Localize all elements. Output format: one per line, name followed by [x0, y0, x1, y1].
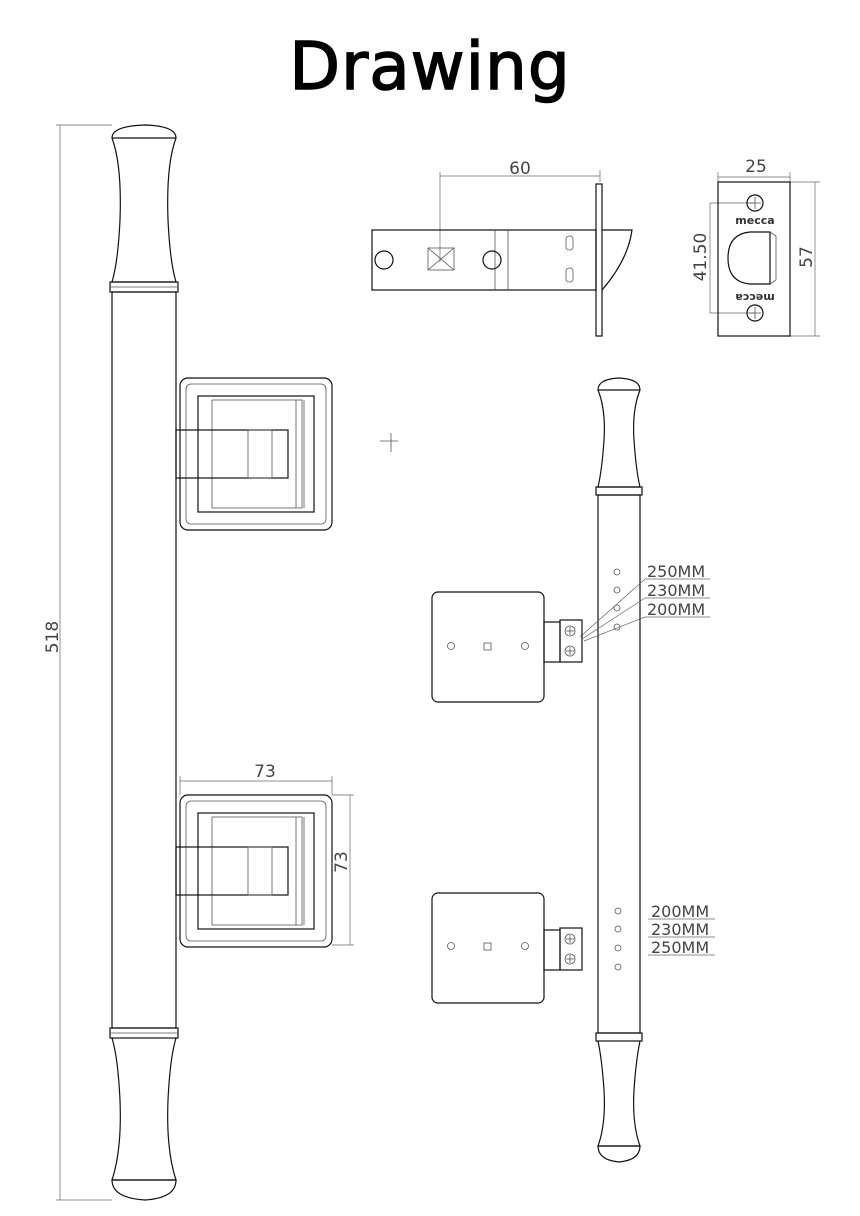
lower-position-3: 250MM: [651, 938, 709, 957]
strike-hole-spacing-label: 41.50: [691, 233, 711, 282]
upper-position-2: 230MM: [647, 581, 705, 600]
lower-position-1: 200MM: [651, 902, 709, 921]
upper-position-1: 250MM: [647, 562, 705, 581]
strike-plate-view: 25 57 41.50 mecca mecca: [691, 157, 820, 337]
latch-view: 60: [371, 159, 633, 337]
strike-width-label: 25: [745, 157, 767, 177]
latch-backset-label: 60: [509, 159, 531, 179]
lower-mounting-plate: [431, 892, 583, 1004]
bracket-width-label: 73: [254, 762, 276, 782]
handle-front-view: 250MM 230MM 200MM 200MM 230MM 250MM: [579, 377, 715, 1163]
strike-brand-top: mecca: [735, 214, 774, 227]
page-title: Drawing: [289, 27, 571, 106]
strike-height-label: 57: [797, 246, 817, 268]
handle-side-view: 518: [43, 124, 354, 1201]
bracket-height-label: 73: [332, 851, 352, 873]
upper-position-3: 200MM: [647, 600, 705, 619]
lower-position-2: 230MM: [651, 920, 709, 939]
center-mark: [380, 433, 398, 452]
strike-brand-bottom: mecca: [735, 291, 774, 304]
overall-length-label: 518: [43, 621, 63, 653]
upper-mounting-plate: [431, 591, 583, 703]
